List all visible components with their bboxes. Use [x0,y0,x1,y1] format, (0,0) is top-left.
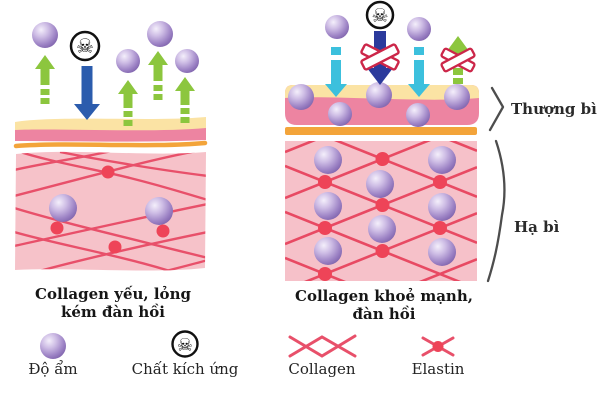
right-moisture-in-arrows-down [325,47,430,97]
left-collagen-fibers-weak [15,151,206,271]
left-caption-line2: kém đàn hồi [61,302,165,321]
right-epidermis-block [285,82,479,127]
right-caption-line1: Collagen khoẻ mạnh, [295,287,473,305]
dermis-label: Hạ bì [514,218,560,236]
right-elastin-dots [318,152,447,281]
elastin-node-icon [421,336,455,357]
left-dermis-moisture-spheres [49,194,173,225]
blocked-x-icon [360,43,400,71]
left-caption: Collagen yếu, lỏng kém đàn hồi [18,285,208,321]
right-caption-line2: đàn hồi [352,304,416,323]
up-arrow-icon [148,51,168,100]
left-irritant-arrow-down [74,66,100,120]
skull-irritant-icon: ☠ [171,330,199,358]
left-escaping-moisture-spheres [32,21,199,73]
left-skull-irritant-icon: ☠ [69,30,101,62]
epidermis-label: Thượng bì [511,100,597,118]
moisture-sphere-icon [40,333,66,359]
up-arrow-icon [175,77,195,123]
legend-label-irritant: Chất kích ứng [131,360,239,378]
legend-label-moisture: Độ ẩm [28,360,78,378]
skull-glyph: ☠ [76,34,94,58]
legend-label-elastin: Elastin [411,360,465,378]
right-caption: Collagen khoẻ mạnh, đàn hồi [286,287,482,323]
left-caption-line1: Collagen yếu, lỏng [35,285,191,303]
left-dermis [15,151,206,271]
left-basal-line [13,140,208,149]
left-moisture-loss-arrows-up [35,51,195,126]
legend-label-collagen: Collagen [288,360,356,378]
skull-glyph: ☠ [177,335,193,356]
right-incoming-moisture-spheres [325,15,431,41]
dermis-bracket [486,139,506,283]
blocked-x-icon [440,47,476,73]
left-epidermis-layers [13,117,208,149]
down-arrow-icon [325,47,347,97]
right-skull-irritant-icon: ☠ [365,0,395,30]
right-basal-line [285,127,477,135]
up-arrow-icon [118,80,138,126]
up-arrow-icon [35,55,55,104]
skull-glyph: ☠ [371,5,388,27]
right-dermis-moisture-spheres [314,146,456,266]
epidermis-bracket [488,86,505,132]
left-elastin-dots [50,165,170,254]
right-epidermis-moisture-spheres [288,82,470,127]
right-dermis [285,141,477,281]
down-arrow-icon [408,47,430,97]
collagen-mesh-icon [288,334,357,358]
